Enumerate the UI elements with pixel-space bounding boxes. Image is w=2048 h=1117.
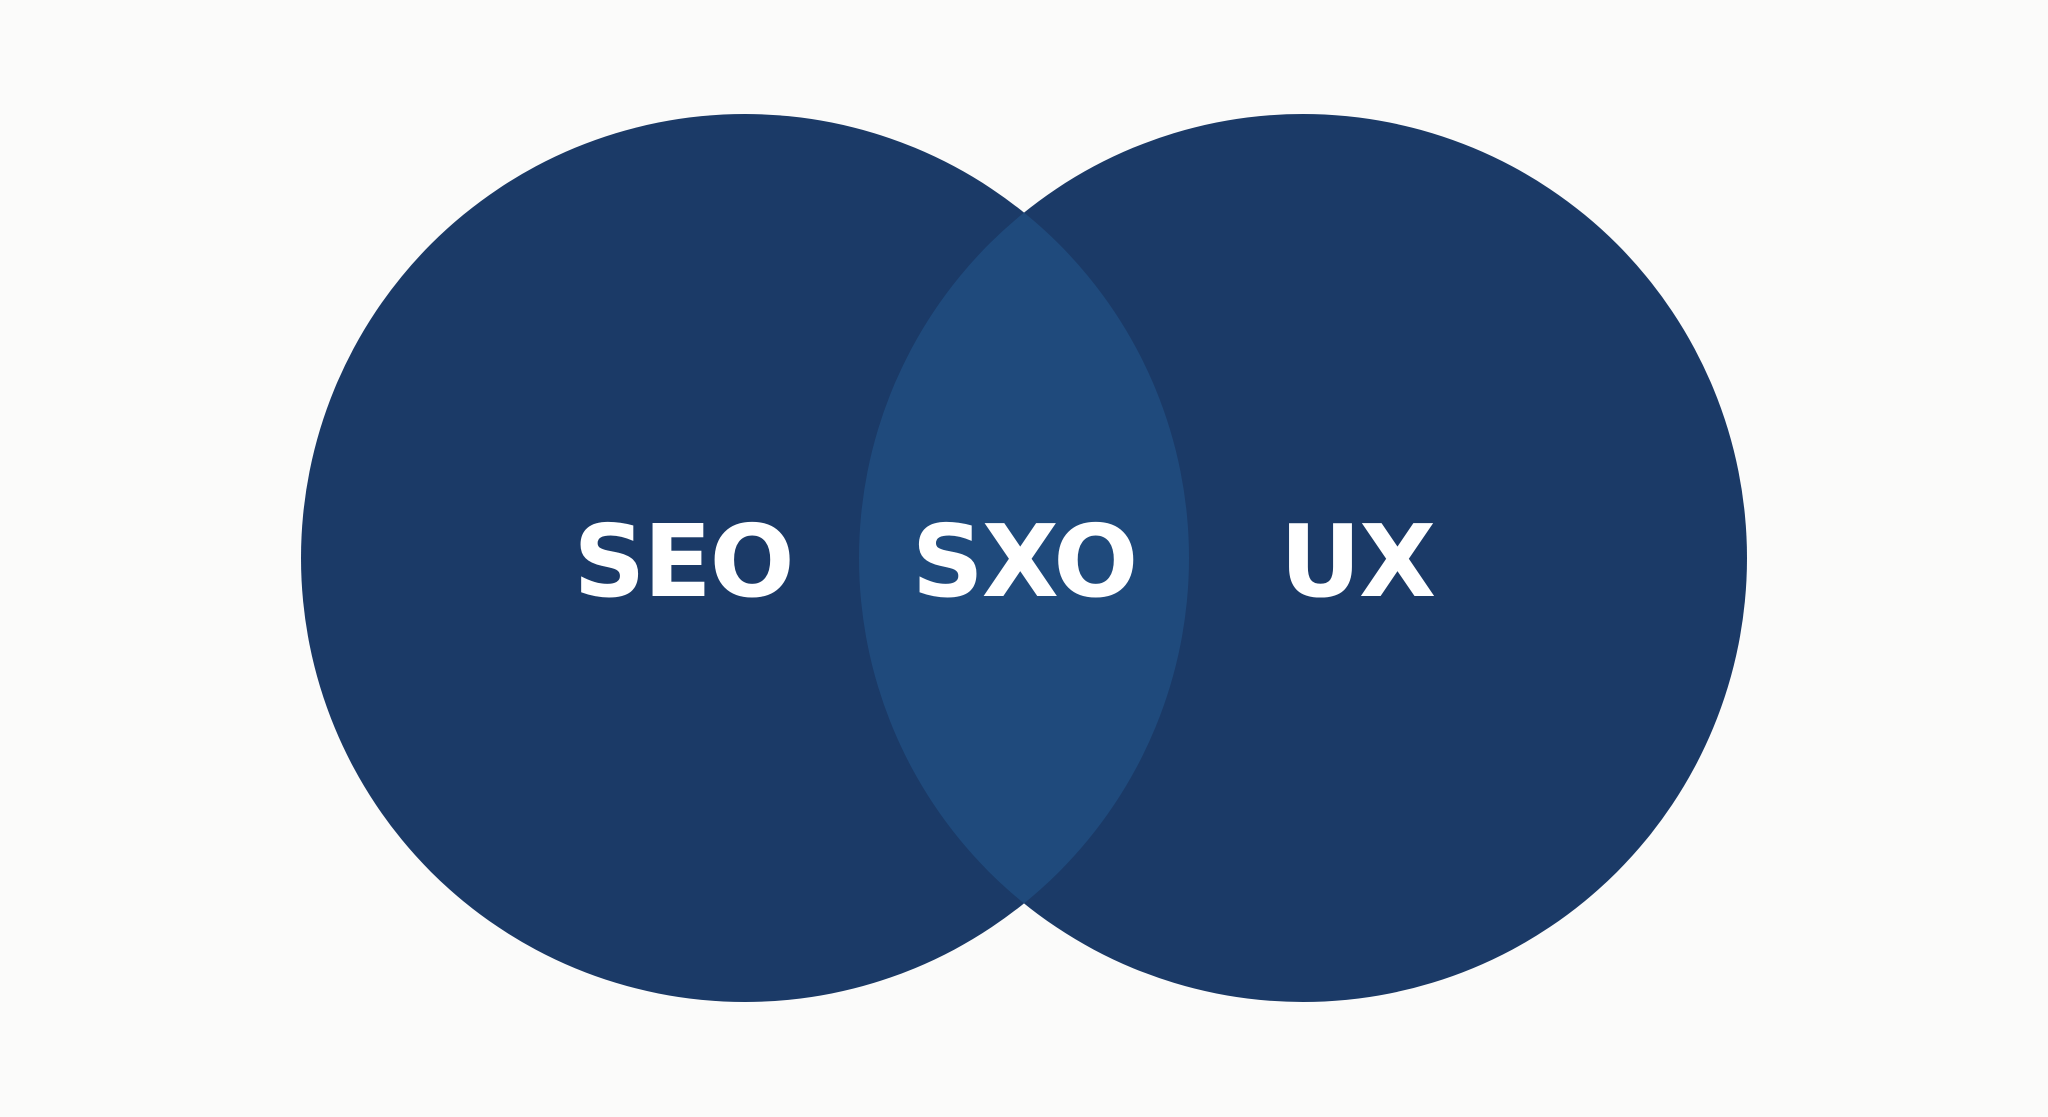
sxo-label: SXO (912, 503, 1137, 620)
seo-label: SEO (573, 503, 792, 620)
sxo-intersection (859, 114, 1189, 1002)
ux-label: UX (1280, 503, 1435, 620)
